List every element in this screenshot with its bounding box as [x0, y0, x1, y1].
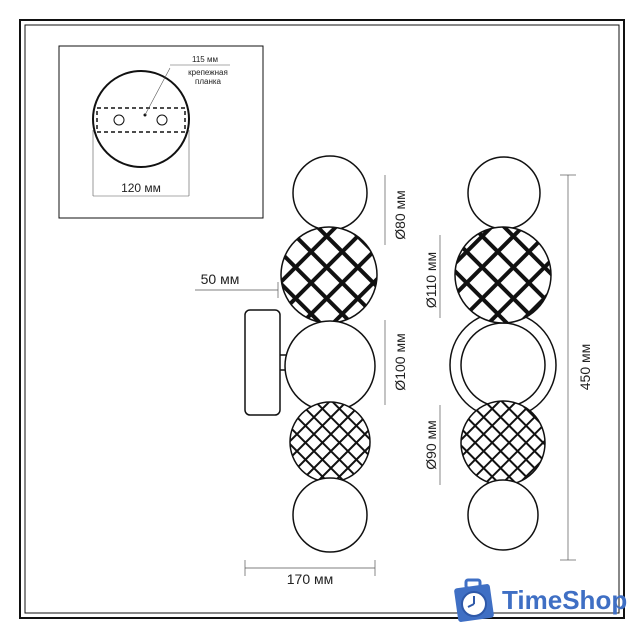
depth-label: 50 мм	[201, 271, 240, 287]
front-view-lamp	[449, 156, 557, 551]
inner-frame	[24, 24, 620, 614]
base-diameter-label: 120 мм	[121, 181, 161, 195]
timeshop-logo: TimeShop	[448, 578, 627, 622]
height-label: 450 мм	[577, 344, 593, 391]
logo-text: TimeShop	[502, 584, 628, 615]
side-view-lamp	[244, 155, 378, 553]
dimension-lines	[195, 174, 576, 576]
d80-label: Ø80 мм	[392, 190, 408, 240]
d100-label: Ø100 мм	[392, 333, 408, 390]
outer-frame	[19, 19, 625, 619]
bracket-width-label: 115 мм	[192, 55, 218, 64]
width-label: 170 мм	[287, 571, 334, 587]
mounting-inset	[58, 45, 264, 219]
bracket-label-1: крепежная	[188, 68, 228, 77]
d90-label: Ø90 мм	[423, 420, 439, 470]
clock-bag-icon	[454, 578, 494, 622]
bracket-label-2: планка	[195, 77, 222, 86]
d110-label: Ø110 мм	[423, 252, 439, 308]
